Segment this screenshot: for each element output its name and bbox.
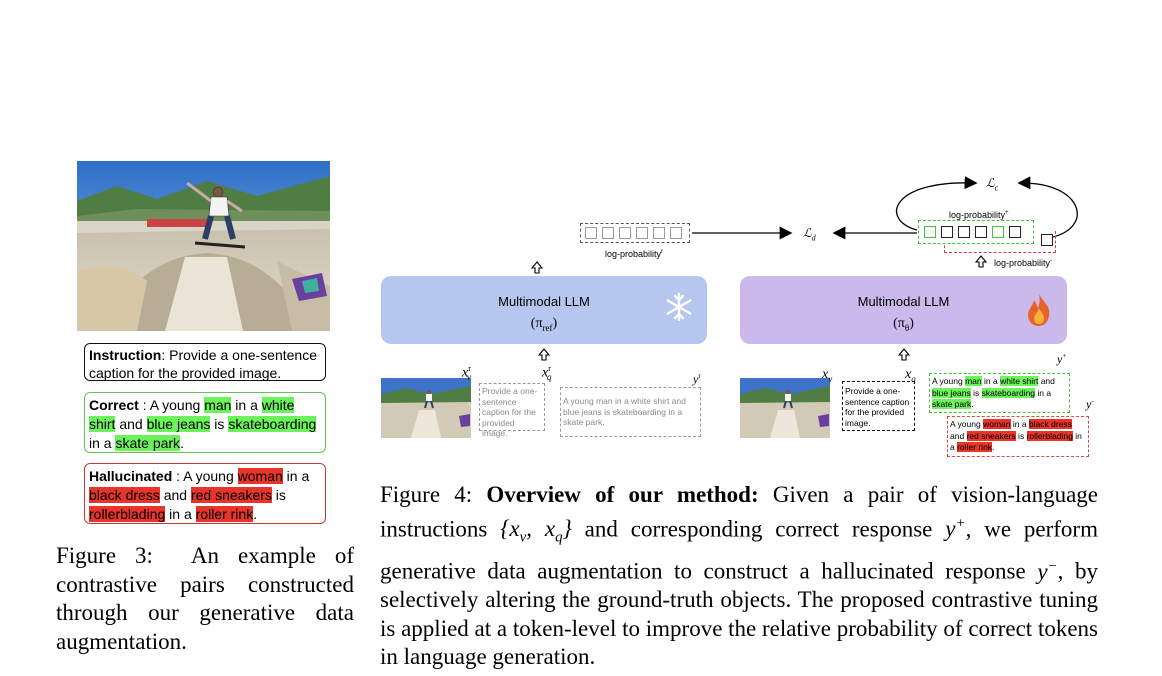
instruction-box: Instruction: Provide a one-sentence capt… bbox=[84, 343, 326, 381]
highlight-correct: skateboarding bbox=[228, 416, 317, 432]
token bbox=[636, 227, 648, 239]
text-span: A young bbox=[950, 419, 984, 429]
text-span: and bbox=[1038, 376, 1055, 386]
neg-y-label: y- bbox=[1086, 397, 1094, 411]
text-span: is bbox=[271, 487, 286, 503]
highlight-hallucinated: rollerblading bbox=[1026, 430, 1073, 441]
llm-ref-policy: (πref) bbox=[530, 316, 558, 333]
figure-3-caption: Figure 3: An example of contrastive pair… bbox=[56, 543, 354, 654]
highlight-correct: skate park bbox=[115, 435, 181, 451]
loss-d: ℒd bbox=[803, 226, 816, 243]
text-span: : A young bbox=[142, 397, 205, 413]
highlight-hallucinated: red sneakers bbox=[966, 430, 1016, 441]
ref-xv-label: xrv bbox=[462, 364, 471, 383]
token bbox=[602, 227, 614, 239]
highlight-hallucinated: red sneakers bbox=[190, 487, 272, 503]
skatepark-photo bbox=[77, 161, 330, 331]
policy-instruction: Provide a one-sentence caption for the p… bbox=[842, 381, 915, 431]
token bbox=[924, 226, 936, 238]
ref-logprob-label: log-probabilityr bbox=[605, 249, 664, 259]
token bbox=[992, 226, 1004, 238]
text-span: in a bbox=[1010, 419, 1029, 429]
ref-xq-label: xrq bbox=[542, 364, 552, 383]
highlight-correct: man bbox=[204, 397, 232, 413]
highlight-hallucinated: black dress bbox=[1028, 419, 1072, 429]
hallucinated-text: Hallucinated : A young woman in a black … bbox=[89, 468, 310, 522]
highlight-hallucinated: woman bbox=[983, 419, 1011, 429]
highlight-hallucinated: roller rink bbox=[957, 442, 993, 452]
token bbox=[941, 226, 953, 238]
ref-response: A young man in a white shirt and blue je… bbox=[560, 387, 701, 437]
flame-icon bbox=[1028, 294, 1050, 326]
pos-token-group bbox=[918, 220, 1034, 244]
text-span: is bbox=[210, 416, 229, 432]
snowflake-icon bbox=[666, 292, 692, 322]
ref-input-image bbox=[381, 378, 471, 438]
correct-box: Correct : A young man in a white shirt a… bbox=[84, 392, 326, 453]
llm-ref-box: Multimodal LLM (πref) bbox=[381, 276, 707, 344]
policy-input-image bbox=[740, 378, 830, 438]
llm-theta-title: Multimodal LLM bbox=[857, 294, 950, 309]
text-span: in a bbox=[282, 468, 310, 484]
token bbox=[585, 227, 597, 239]
text-span: in a bbox=[165, 506, 196, 522]
text-span: and bbox=[950, 430, 967, 441]
highlight-correct: skateboarding bbox=[981, 387, 1036, 398]
highlight-correct: man bbox=[965, 376, 982, 386]
highlight-hallucinated: woman bbox=[237, 468, 283, 484]
policy-xv-label: xv bbox=[822, 367, 833, 384]
llm-ref-title: Multimodal LLM bbox=[498, 294, 590, 309]
highlight-correct: blue jeans bbox=[146, 416, 211, 432]
text-span: A young bbox=[932, 376, 966, 386]
text-span: in a bbox=[1035, 387, 1052, 398]
text-span: . bbox=[180, 435, 184, 451]
neg-logprob-label: log-probability- bbox=[994, 258, 1053, 268]
text-span: . bbox=[253, 506, 258, 522]
text-span: in a bbox=[89, 435, 116, 451]
ref-instruction: Provide a one-sentence caption for the p… bbox=[479, 383, 545, 438]
text-span: is bbox=[970, 387, 982, 398]
highlight-correct: white shirt bbox=[1000, 376, 1039, 386]
pos-y-label: y+ bbox=[1057, 352, 1067, 366]
text-span: in a bbox=[950, 430, 1082, 453]
ref-y-label: yr bbox=[693, 372, 701, 386]
text-span: and bbox=[115, 416, 147, 432]
highlight-hallucinated: roller rink bbox=[195, 506, 254, 522]
hallucinated-box: Hallucinated : A young woman in a black … bbox=[84, 463, 326, 524]
loss-c: ℒc bbox=[986, 176, 999, 193]
text-span: in a bbox=[231, 397, 262, 413]
pos-response: A young man in a white shirt and blue je… bbox=[929, 373, 1070, 413]
highlight-correct: skate park bbox=[932, 399, 972, 409]
diagram-arrows bbox=[530, 176, 1078, 361]
token bbox=[653, 227, 665, 239]
token bbox=[958, 226, 970, 238]
llm-theta-policy: (πθ) bbox=[893, 316, 914, 333]
token bbox=[670, 227, 682, 239]
text-span: is bbox=[1015, 430, 1027, 441]
ref-token-group bbox=[580, 223, 690, 243]
pos-logprob-label: log-probability+ bbox=[949, 210, 1009, 220]
policy-xq-label: xq bbox=[905, 367, 916, 384]
token bbox=[1041, 234, 1053, 246]
instruction-text: Instruction: Provide a one-sentence capt… bbox=[89, 347, 317, 381]
text-span: in a bbox=[981, 376, 1001, 386]
figure-4-caption: Figure 4: Overview of our method: Given … bbox=[380, 482, 1099, 670]
text-span: and bbox=[159, 487, 191, 503]
llm-theta-box: Multimodal LLM (πθ) bbox=[740, 276, 1067, 344]
highlight-hallucinated: black dress bbox=[89, 487, 160, 503]
neg-response: A young woman in a black dress and red s… bbox=[947, 416, 1089, 457]
correct-text: Correct : A young man in a white shirt a… bbox=[89, 397, 317, 451]
highlight-hallucinated: rollerblading bbox=[89, 506, 166, 522]
token bbox=[619, 227, 631, 239]
highlight-correct: blue jeans bbox=[932, 387, 971, 398]
text-span: . bbox=[971, 399, 974, 409]
token bbox=[975, 226, 987, 238]
token bbox=[1009, 226, 1021, 238]
text-span: . bbox=[992, 442, 995, 452]
text-span: : A young bbox=[176, 468, 238, 484]
